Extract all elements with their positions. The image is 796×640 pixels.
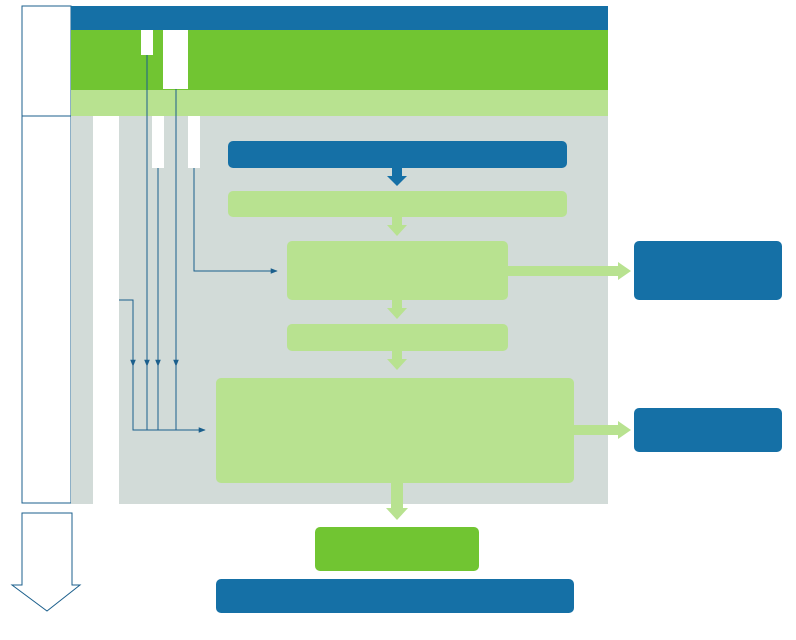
- result-box: [315, 527, 479, 571]
- header-light-band: [71, 90, 608, 116]
- flow-step-2: [228, 191, 567, 217]
- flow-arrow-side-1: [508, 262, 631, 280]
- flow-arrow-side-2: [574, 421, 631, 439]
- flow-arrow-4: [387, 351, 407, 370]
- panel-input-strip-1: [152, 116, 164, 168]
- panel-input-strip-wide: [93, 116, 119, 504]
- flow-step-1: [228, 141, 567, 168]
- connector-bundle-to-step-5: [132, 366, 206, 433]
- header-top-band: [71, 6, 608, 30]
- footer-bar: [216, 579, 574, 613]
- flow-step-3: [287, 241, 508, 300]
- side-output-2: [634, 408, 782, 452]
- panel-input-strip-2: [188, 116, 200, 168]
- connector-to-step-3: [193, 168, 278, 274]
- header-green-band: [71, 30, 608, 90]
- down-arrow-outline-icon: [10, 512, 82, 612]
- header-input-strip-2: [163, 30, 188, 89]
- flow-arrow-1: [387, 168, 407, 186]
- flow-step-4: [287, 324, 508, 351]
- flow-arrow-5: [386, 483, 408, 520]
- flow-arrow-3: [387, 300, 407, 319]
- side-output-1: [634, 241, 782, 300]
- header-input-strip-1: [141, 30, 153, 55]
- left-column-outline: [21, 5, 72, 504]
- connector-from-wide-strip: [119, 299, 136, 367]
- flow-step-5: [216, 378, 574, 483]
- flow-arrow-2: [387, 217, 407, 236]
